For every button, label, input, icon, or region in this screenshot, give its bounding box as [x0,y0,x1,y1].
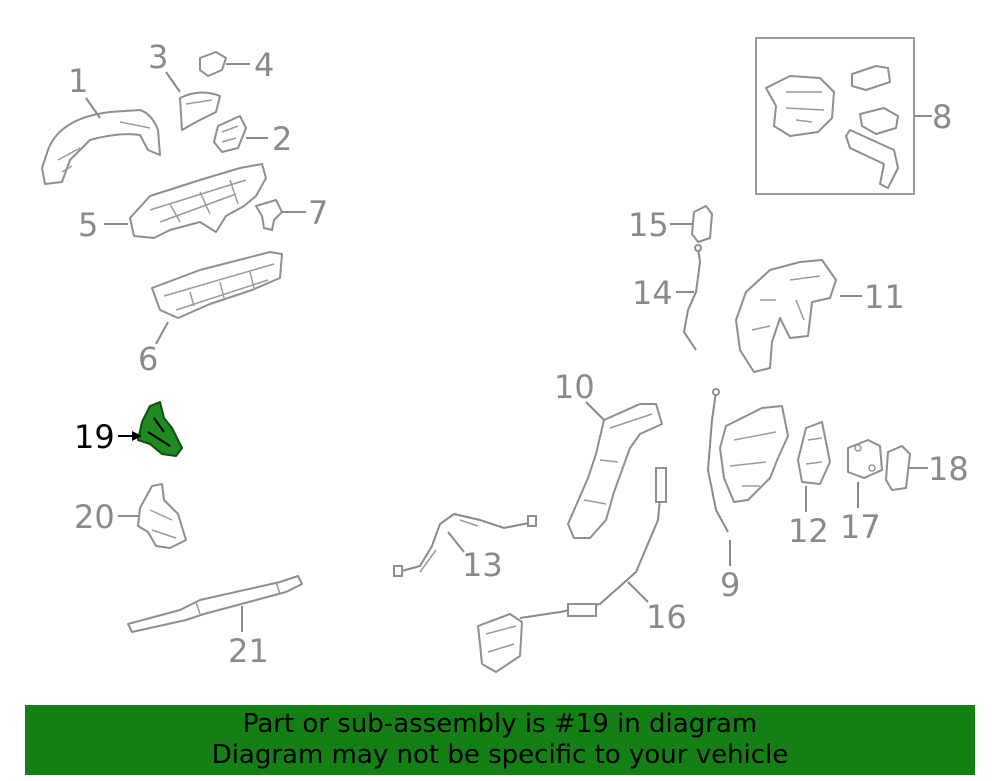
callout-11: 11 [864,278,905,316]
callout-4: 4 [254,46,274,84]
callout-13: 13 [462,546,503,584]
leader-13 [447,531,465,553]
callout-18: 18 [928,450,969,488]
part-10-bracket [567,403,663,539]
callout-10: 10 [554,368,595,406]
part-4-clip [199,51,227,77]
part-15-cap [691,205,713,243]
leader-16 [627,581,649,603]
callout-7: 7 [308,194,328,232]
parts-diagram: 1 3 4 2 5 7 6 19 [41,37,969,673]
callout-14: 14 [632,274,673,312]
info-banner: Part or sub-assembly is #19 in diagram D… [25,705,975,775]
part-12-bracket [797,421,831,485]
callout-9: 9 [720,566,740,604]
part-9-latch [706,388,789,533]
callout-1: 1 [68,62,88,100]
callout-17: 17 [840,508,881,546]
part-1-outside-handle [41,109,161,185]
callout-6: 6 [138,340,158,378]
part-8-lock-set [765,65,899,189]
callout-3: 3 [148,38,168,76]
part-6-reinforcement [151,251,283,319]
part-18-plate [885,445,911,491]
banner-line-2: Diagram may not be specific to your vehi… [211,740,789,770]
part-20-bracket [137,483,187,549]
part-21-rod [127,575,303,633]
part-11-bracket [735,259,837,373]
banner-line-1: Part or sub-assembly is #19 in diagram [242,709,758,739]
part-16-cable-actuator [477,467,667,673]
callout-8: 8 [932,98,952,136]
callout-15: 15 [628,206,669,244]
callout-2: 2 [272,120,292,158]
leader-19-arrowhead [132,431,142,441]
part-14-rod [682,244,702,351]
part-19-highlighted [137,401,183,457]
leader-3 [165,71,181,93]
part-13-cable [393,512,537,577]
leader-10 [585,401,605,421]
part-17-striker [847,439,883,479]
callout-19: 19 [74,418,115,456]
callout-16: 16 [646,598,687,636]
callout-12: 12 [788,512,829,550]
callout-5: 5 [78,206,98,244]
callout-20: 20 [74,498,115,536]
part-7-clip [255,199,283,231]
callout-21: 21 [228,632,269,670]
part-2-bracket [213,115,247,153]
leader-6 [155,321,169,345]
leader-1 [85,97,101,119]
part-5-handle-frame [129,163,267,239]
part-3-cap [179,91,221,131]
